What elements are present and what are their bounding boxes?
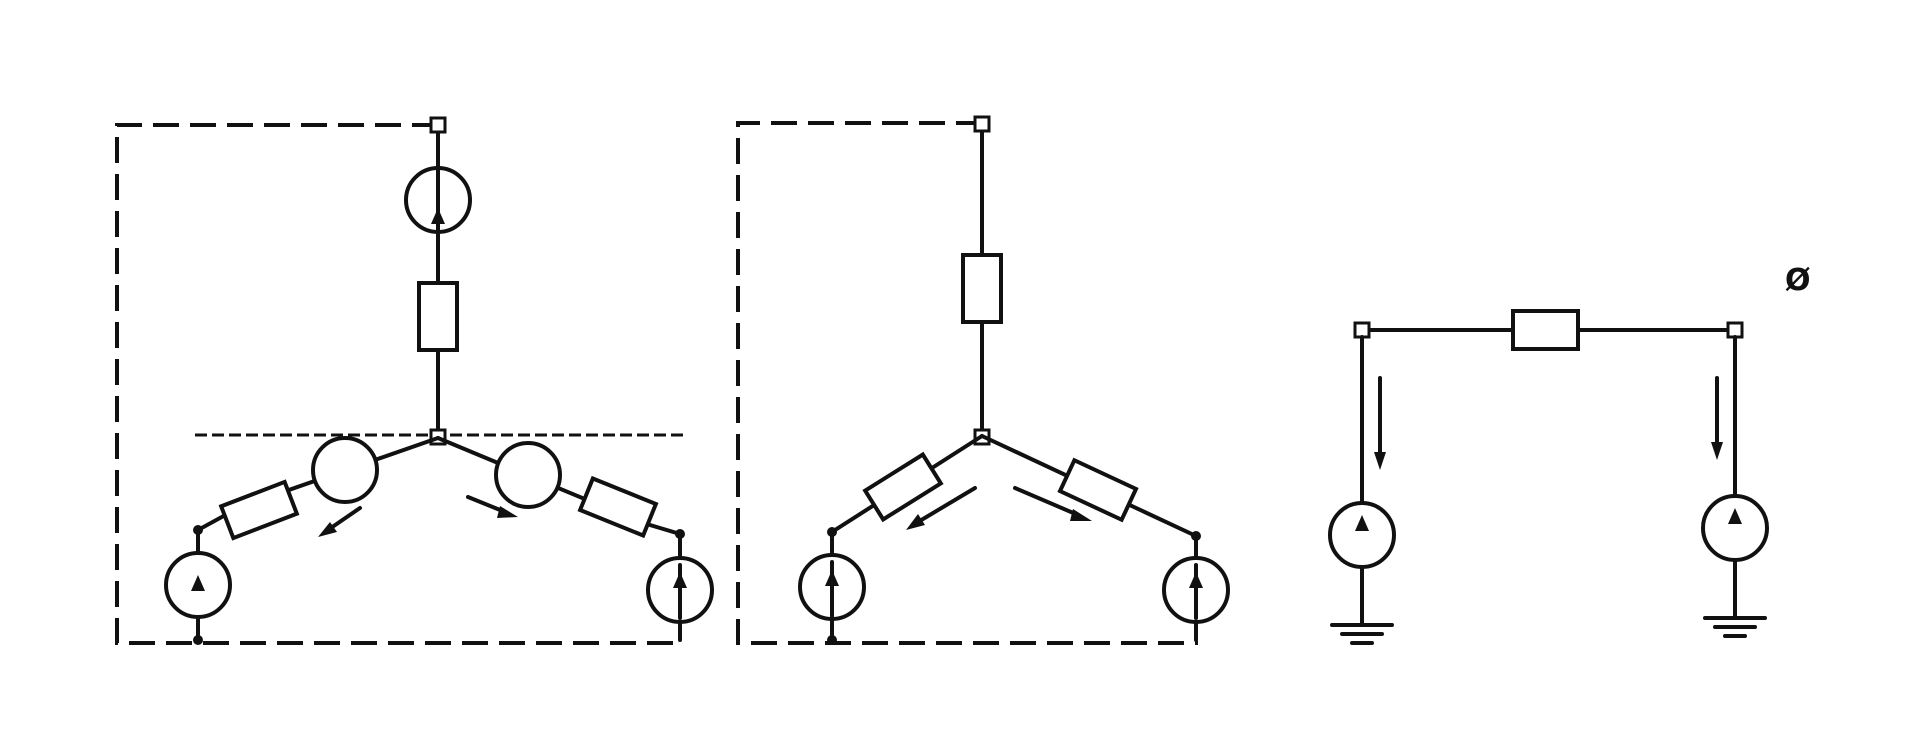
panel-3-two-source-equivalent: Ø	[1328, 263, 1811, 645]
panel-2-left-bottom-node	[827, 635, 837, 645]
panel-1-right-current-arrow	[466, 495, 507, 514]
panel-1-star-with-sources	[115, 116, 714, 645]
panel-2-right-resistor	[1057, 457, 1139, 523]
panel-3-left-ground-icon	[1330, 623, 1394, 645]
panel-1-left-resistor	[218, 479, 300, 541]
panel-1-top-source-arrow	[431, 208, 445, 224]
panel-3-left-terminal	[1353, 321, 1371, 339]
panel-2-star-resistive	[736, 115, 1230, 645]
panel-1-left-current-arrowhead	[318, 522, 337, 537]
panel-1-right-branch-source	[494, 441, 562, 509]
panel-3-right-current-arrowhead	[1711, 442, 1723, 460]
panel-2-left-current-arrowhead	[906, 514, 925, 530]
panel-3-label: Ø	[1785, 263, 1811, 298]
panel-1-top-resistor	[417, 281, 459, 352]
panel-1-right-bottom-source-arrow	[673, 572, 687, 588]
panel-3-right-source-arrow	[1728, 508, 1742, 524]
panel-3-left-source-arrow	[1355, 515, 1369, 531]
panel-3-top-resistor	[1511, 309, 1580, 351]
panel-1-top-terminal	[429, 116, 447, 134]
panel-2-right-bottom-source-arrow	[1189, 572, 1203, 588]
panel-2-left-resistor	[862, 451, 944, 523]
panel-1-left-junction	[193, 525, 203, 535]
panel-1-left-bottom-node	[193, 635, 203, 645]
panel-3-right-terminal	[1726, 321, 1744, 339]
panel-1-right-resistor	[577, 475, 659, 539]
panel-1-right-junction	[675, 529, 685, 539]
panel-3-left-current-arrowhead	[1374, 452, 1386, 470]
panel-1-dashed-enclosure	[115, 123, 680, 645]
panel-2-left-bottom-source-arrow	[825, 570, 839, 586]
panel-2-left-junction	[827, 527, 837, 537]
panel-2-top-resistor	[961, 253, 1003, 324]
panel-1-left-bottom-source-arrow	[191, 575, 205, 591]
panel-1-right-current-arrowhead	[497, 506, 518, 518]
panel-3-right-ground-icon	[1703, 616, 1767, 638]
panel-3-right-source	[1701, 494, 1769, 562]
panel-2-dashed-enclosure	[736, 121, 1198, 645]
panel-2-right-junction	[1191, 531, 1201, 541]
panel-2-right-current-arrow	[1013, 486, 1080, 517]
panel-2-top-terminal	[973, 115, 991, 133]
panel-2-left-current-arrow	[916, 486, 977, 524]
panel-1-left-branch-source	[311, 436, 379, 504]
panel-2-right-current-arrowhead	[1070, 509, 1092, 521]
panel-3-left-source	[1328, 501, 1396, 569]
